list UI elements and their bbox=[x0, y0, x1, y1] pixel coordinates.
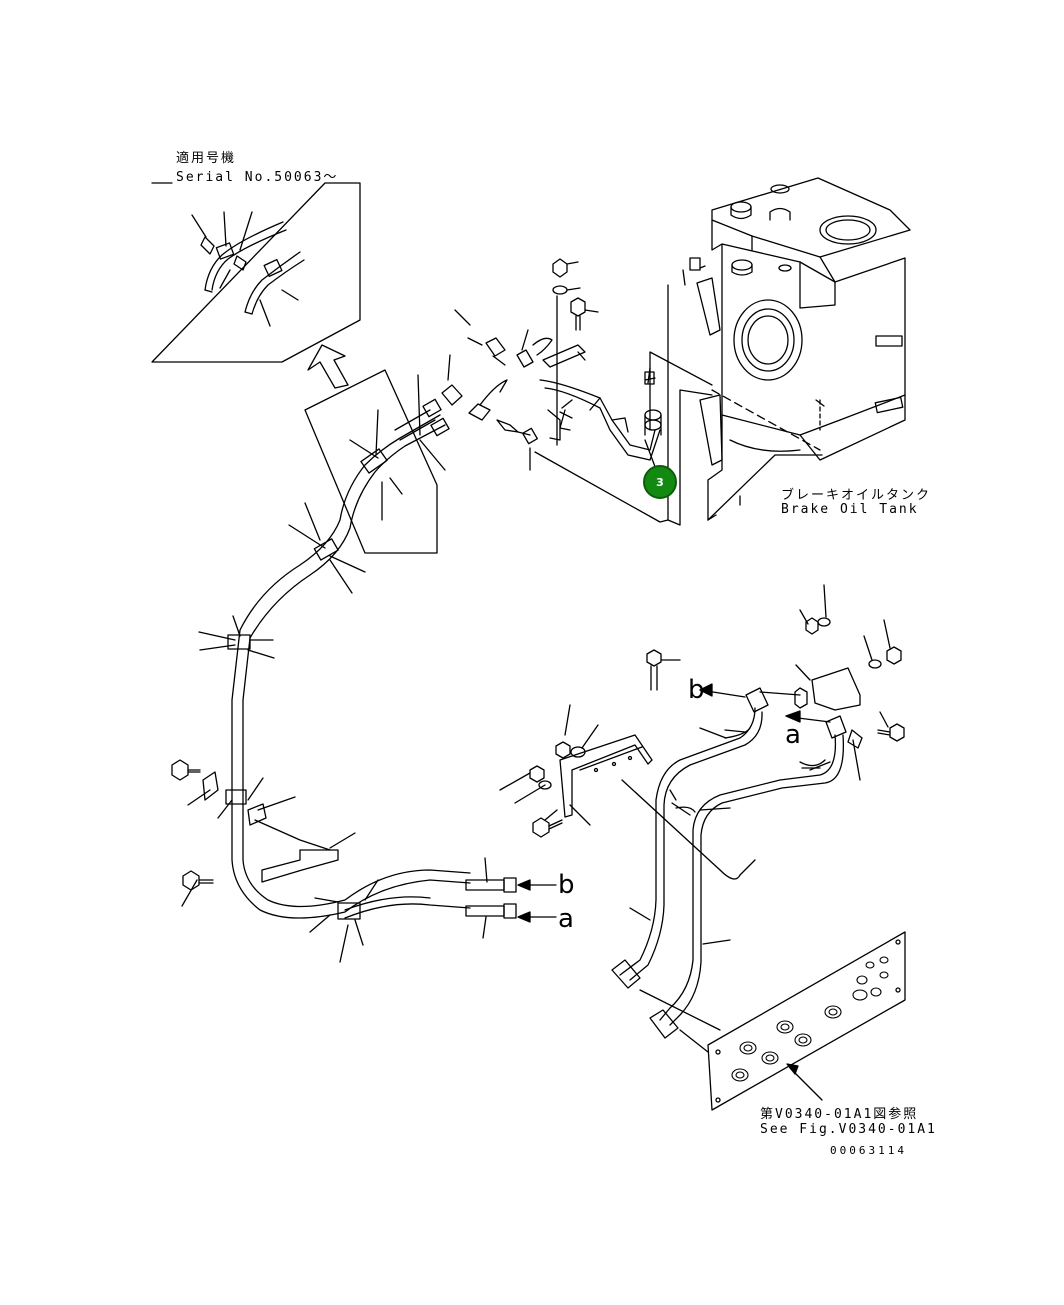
lower-left-hardware bbox=[171, 759, 356, 891]
inset-applicable-label: 適用号機 bbox=[176, 151, 237, 166]
tank-label-jp: ブレーキオイルタンク bbox=[781, 488, 932, 503]
ref-a-top: a bbox=[785, 720, 801, 750]
see-fig-en: See Fig.V0340-01A1 bbox=[760, 1122, 937, 1137]
ref-b-bottom: b bbox=[558, 870, 575, 900]
serial-inset bbox=[151, 182, 361, 363]
drawing-number: 00063114 bbox=[830, 1144, 907, 1157]
ref-a-bottom: a bbox=[558, 904, 574, 934]
see-fig-jp: 第V0340-01A1図参照 bbox=[760, 1107, 919, 1122]
brake-oil-tank bbox=[644, 177, 911, 526]
detail-box bbox=[304, 369, 438, 554]
long-brake-hose bbox=[225, 398, 517, 920]
lower-right-assembly bbox=[499, 584, 906, 1111]
part-callout-3[interactable]: 3 bbox=[643, 465, 677, 499]
inset-arrow bbox=[307, 344, 349, 389]
tank-label-en: Brake Oil Tank bbox=[781, 502, 919, 517]
ref-arrows-bottom bbox=[517, 879, 557, 923]
upper-fittings bbox=[441, 258, 669, 523]
leader-lines-left bbox=[181, 374, 488, 963]
inset-serial-label: Serial No.50063～ bbox=[176, 170, 339, 185]
ref-b-top: b bbox=[688, 675, 705, 705]
